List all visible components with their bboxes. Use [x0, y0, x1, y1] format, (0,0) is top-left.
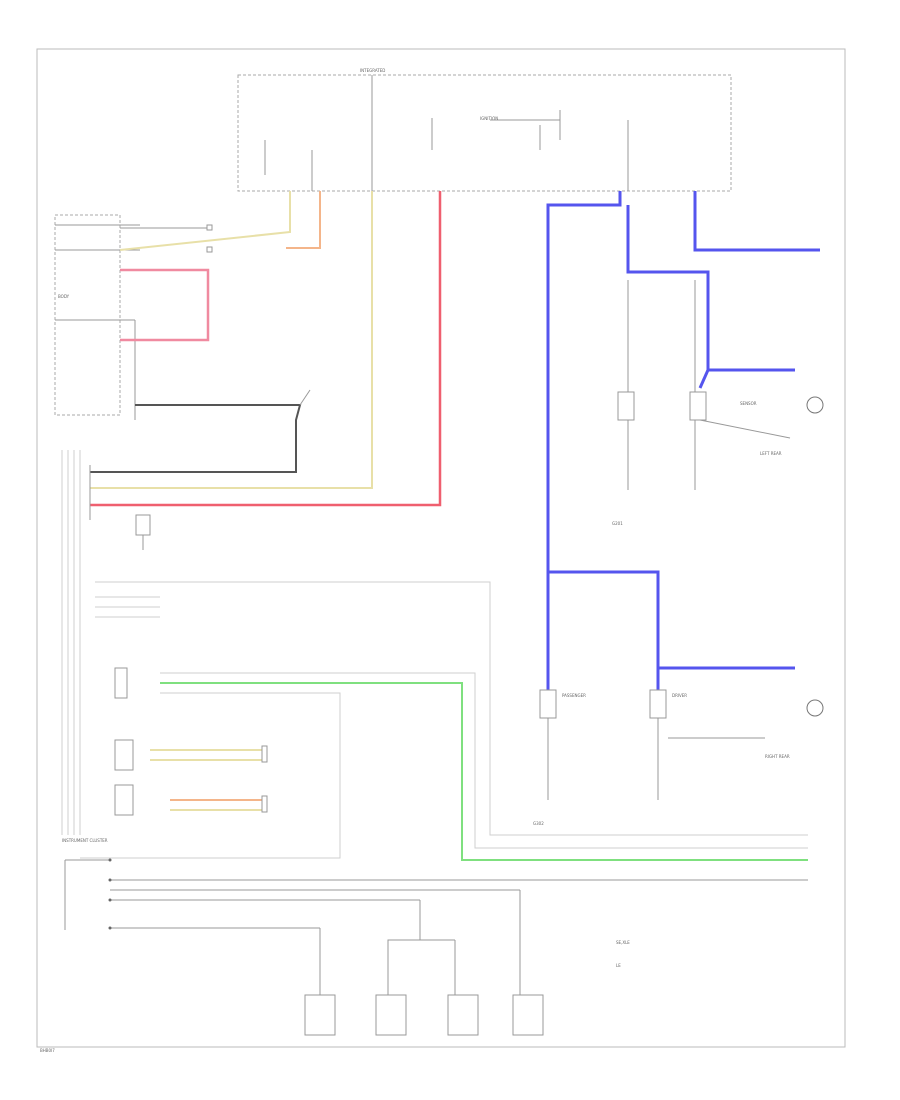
switch-box	[54, 214, 121, 416]
passenger-label: PASSENGER	[562, 693, 586, 698]
lower-module-2	[375, 994, 407, 1036]
ground-a-label: G201	[612, 521, 623, 526]
body-ctrl-label: BODY	[58, 294, 70, 299]
ign-relay-label: IGNITION	[480, 116, 498, 121]
driver-sensor	[649, 689, 667, 719]
footer-code: BHB0I7	[40, 1048, 55, 1053]
lower-module-4	[512, 994, 544, 1036]
lower-module-1	[304, 994, 336, 1036]
driver-label: DRIVER	[672, 693, 687, 698]
sensor-fwd-label: SENSOR	[740, 401, 757, 406]
sensor-lr-label: LEFT REAR	[760, 451, 782, 456]
sensor-lr	[617, 391, 635, 421]
legend-b: LE	[616, 963, 621, 968]
inst-cluster-label: INSTRUMENT CLUSTER	[62, 838, 108, 843]
ground-b-label: G302	[533, 821, 544, 826]
legend-a: SE,XLE	[616, 940, 630, 945]
passenger-sensor	[539, 689, 557, 719]
diagram-frame	[36, 48, 846, 1048]
control-module-box	[237, 74, 732, 192]
sensor-rr	[689, 391, 707, 421]
sensor-rr-label: RIGHT REAR	[765, 754, 790, 759]
lower-module-3	[447, 994, 479, 1036]
bcm-header-label: INTEGRATED	[360, 68, 385, 73]
